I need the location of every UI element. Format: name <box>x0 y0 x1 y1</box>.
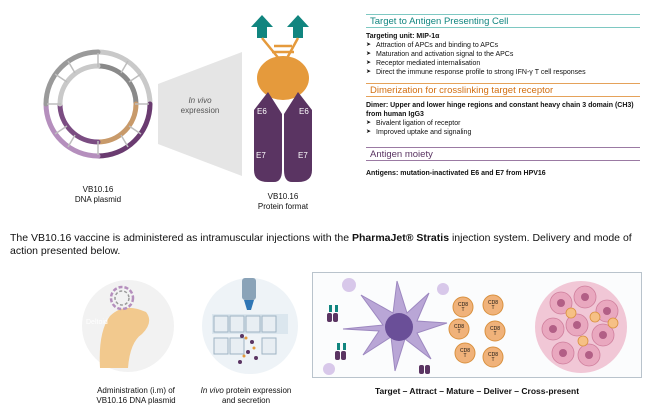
expression-rest: protein expression <box>223 386 292 395</box>
dimerization-section: Dimer: Upper and lower hinge regions and… <box>366 101 640 137</box>
paragraph-text-2: injection system. Delivery and mode of a… <box>10 232 632 257</box>
antigen-section: Antigens: mutation-inactivated E6 and E7… <box>366 169 640 178</box>
targeting-bullet: Maturation and activation signal to the … <box>366 50 640 59</box>
e6-left-label: E6 <box>257 107 267 116</box>
description-panel: Target to Antigen Presenting Cell Target… <box>366 14 640 178</box>
t-text: T <box>493 331 497 337</box>
targeting-subheading: Targeting unit: MIP-1α <box>366 33 440 40</box>
administration-line-2: VB10.16 DNA plasmid <box>96 396 176 405</box>
protein-type: Protein format <box>257 202 309 211</box>
e7-left-label: E7 <box>256 151 266 160</box>
plasmid-name: VB10.16 <box>82 185 114 194</box>
expression-caption: In vivo protein expression and secretion <box>186 386 306 406</box>
cd8-text: CD8 <box>453 324 464 330</box>
administration-line-1: Administration (i.m) of <box>97 386 175 395</box>
t-text: T <box>491 305 495 311</box>
targeting-bullet: Direct the immune response profile to st… <box>366 68 640 77</box>
teal-arrow-right-icon <box>287 15 309 38</box>
paragraph-brand: PharmaJet® Stratis <box>352 232 450 244</box>
protein-format-graphic <box>251 15 312 182</box>
administration-caption: Administration (i.m) of VB10.16 DNA plas… <box>80 386 192 406</box>
mode-of-action-caption: Target – Attract – Mature – Deliver – Cr… <box>374 386 580 396</box>
dimerization-subheading: Dimer: Upper and lower hinge regions and… <box>366 102 634 118</box>
mode-of-action-graphic <box>323 278 627 375</box>
t-text: T <box>491 357 495 363</box>
t-text: T <box>461 307 465 313</box>
protein-caption: VB10.16 Protein format <box>243 192 323 212</box>
e6-right-label: E6 <box>299 107 309 116</box>
dna-plasmid-graphic <box>43 49 153 159</box>
protein-name: VB10.16 <box>267 192 299 201</box>
t-text: T <box>463 353 467 359</box>
cd8-text: CD8 <box>487 300 498 306</box>
expression-italic: In vivo <box>200 386 224 395</box>
targeting-section: Targeting unit: MIP-1α Attraction of APC… <box>366 32 640 77</box>
delivery-paragraph: The VB10.16 vaccine is administered as i… <box>10 232 640 258</box>
targeting-bullet: Receptor mediated internalisation <box>366 59 640 68</box>
in-vivo-label: In vivo expression <box>160 96 240 116</box>
expression-line-2: and secretion <box>221 396 271 405</box>
targeting-bullet: Attraction of APCs and binding to APCs <box>366 41 640 50</box>
plasmid-type: DNA plasmid <box>74 195 122 204</box>
e7-right-label: E7 <box>298 151 308 160</box>
dimerization-heading: Dimerization for crosslinking target rec… <box>366 83 640 97</box>
deltoid-label: Deltoid <box>86 319 108 326</box>
antigen-subheading: Antigens: mutation-inactivated E6 and E7… <box>366 170 546 177</box>
cd8-text: CD8 <box>487 352 498 358</box>
teal-arrow-left-icon <box>251 15 273 38</box>
plasmid-caption: VB10.16 DNA plasmid <box>40 185 156 205</box>
expression-arrow <box>158 52 242 176</box>
t-text: T <box>457 329 461 335</box>
injection-illustration <box>82 278 298 374</box>
cd8-text: CD8 <box>457 302 468 308</box>
expression-text: expression <box>180 106 220 115</box>
paragraph-text-1: The VB10.16 vaccine is administered as i… <box>10 232 352 244</box>
cd8-text: CD8 <box>489 326 500 332</box>
cd8-text: CD8 <box>459 348 470 354</box>
in-vivo-text: In vivo <box>188 96 212 105</box>
targeting-heading: Target to Antigen Presenting Cell <box>366 14 640 28</box>
dimerization-bullet: Improved uptake and signaling <box>366 128 640 137</box>
antigen-heading: Antigen moiety <box>366 147 640 161</box>
dimerization-bullet: Bivalent ligation of receptor <box>366 119 640 128</box>
